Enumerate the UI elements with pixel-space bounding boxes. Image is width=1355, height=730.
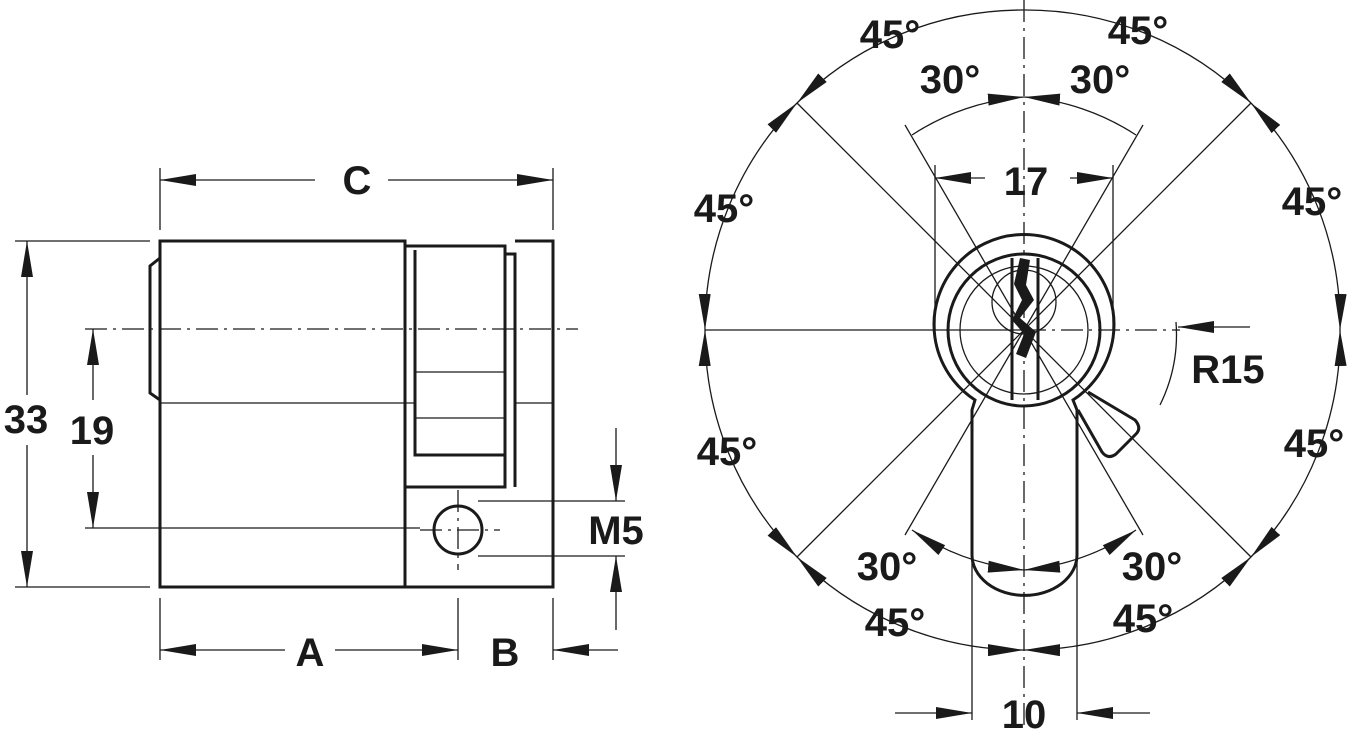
angle-label: 45° (1113, 597, 1174, 641)
cam-section (405, 244, 507, 489)
dim-r15-label: R15 (1191, 348, 1264, 392)
angle-label: 30° (1070, 58, 1131, 102)
angle-label: 45° (1282, 180, 1343, 224)
angle-label: 45° (697, 430, 758, 474)
side-view: C 33 19 M5 A B (4, 159, 644, 675)
dim-10-label: 10 (1002, 693, 1047, 730)
angle-label: 30° (920, 58, 981, 102)
key-icon (1012, 258, 1036, 358)
dim-19-label: 19 (70, 409, 115, 453)
body-outline (158, 239, 407, 589)
dim-m5-label: M5 (588, 509, 644, 553)
flange (405, 239, 555, 589)
angle-label: 30° (1122, 545, 1183, 589)
cam (1076, 390, 1141, 459)
dim-33-label: 33 (4, 398, 49, 442)
angle-label: 45° (1284, 422, 1345, 466)
angle-label: 45° (865, 601, 926, 645)
dim-b-label: B (491, 631, 520, 675)
angle-label: 45° (860, 13, 921, 57)
dim-c-label: C (343, 159, 372, 203)
dim-a-label: A (296, 631, 325, 675)
angle-label: 30° (857, 545, 918, 589)
angle-label: 45° (694, 187, 755, 231)
dim-17-label: 17 (1004, 160, 1049, 204)
front-view: 17 10 R15 45° 45° 45° 45° 45° 45° 45° 45… (694, 0, 1347, 730)
angle-label: 45° (1108, 9, 1169, 53)
